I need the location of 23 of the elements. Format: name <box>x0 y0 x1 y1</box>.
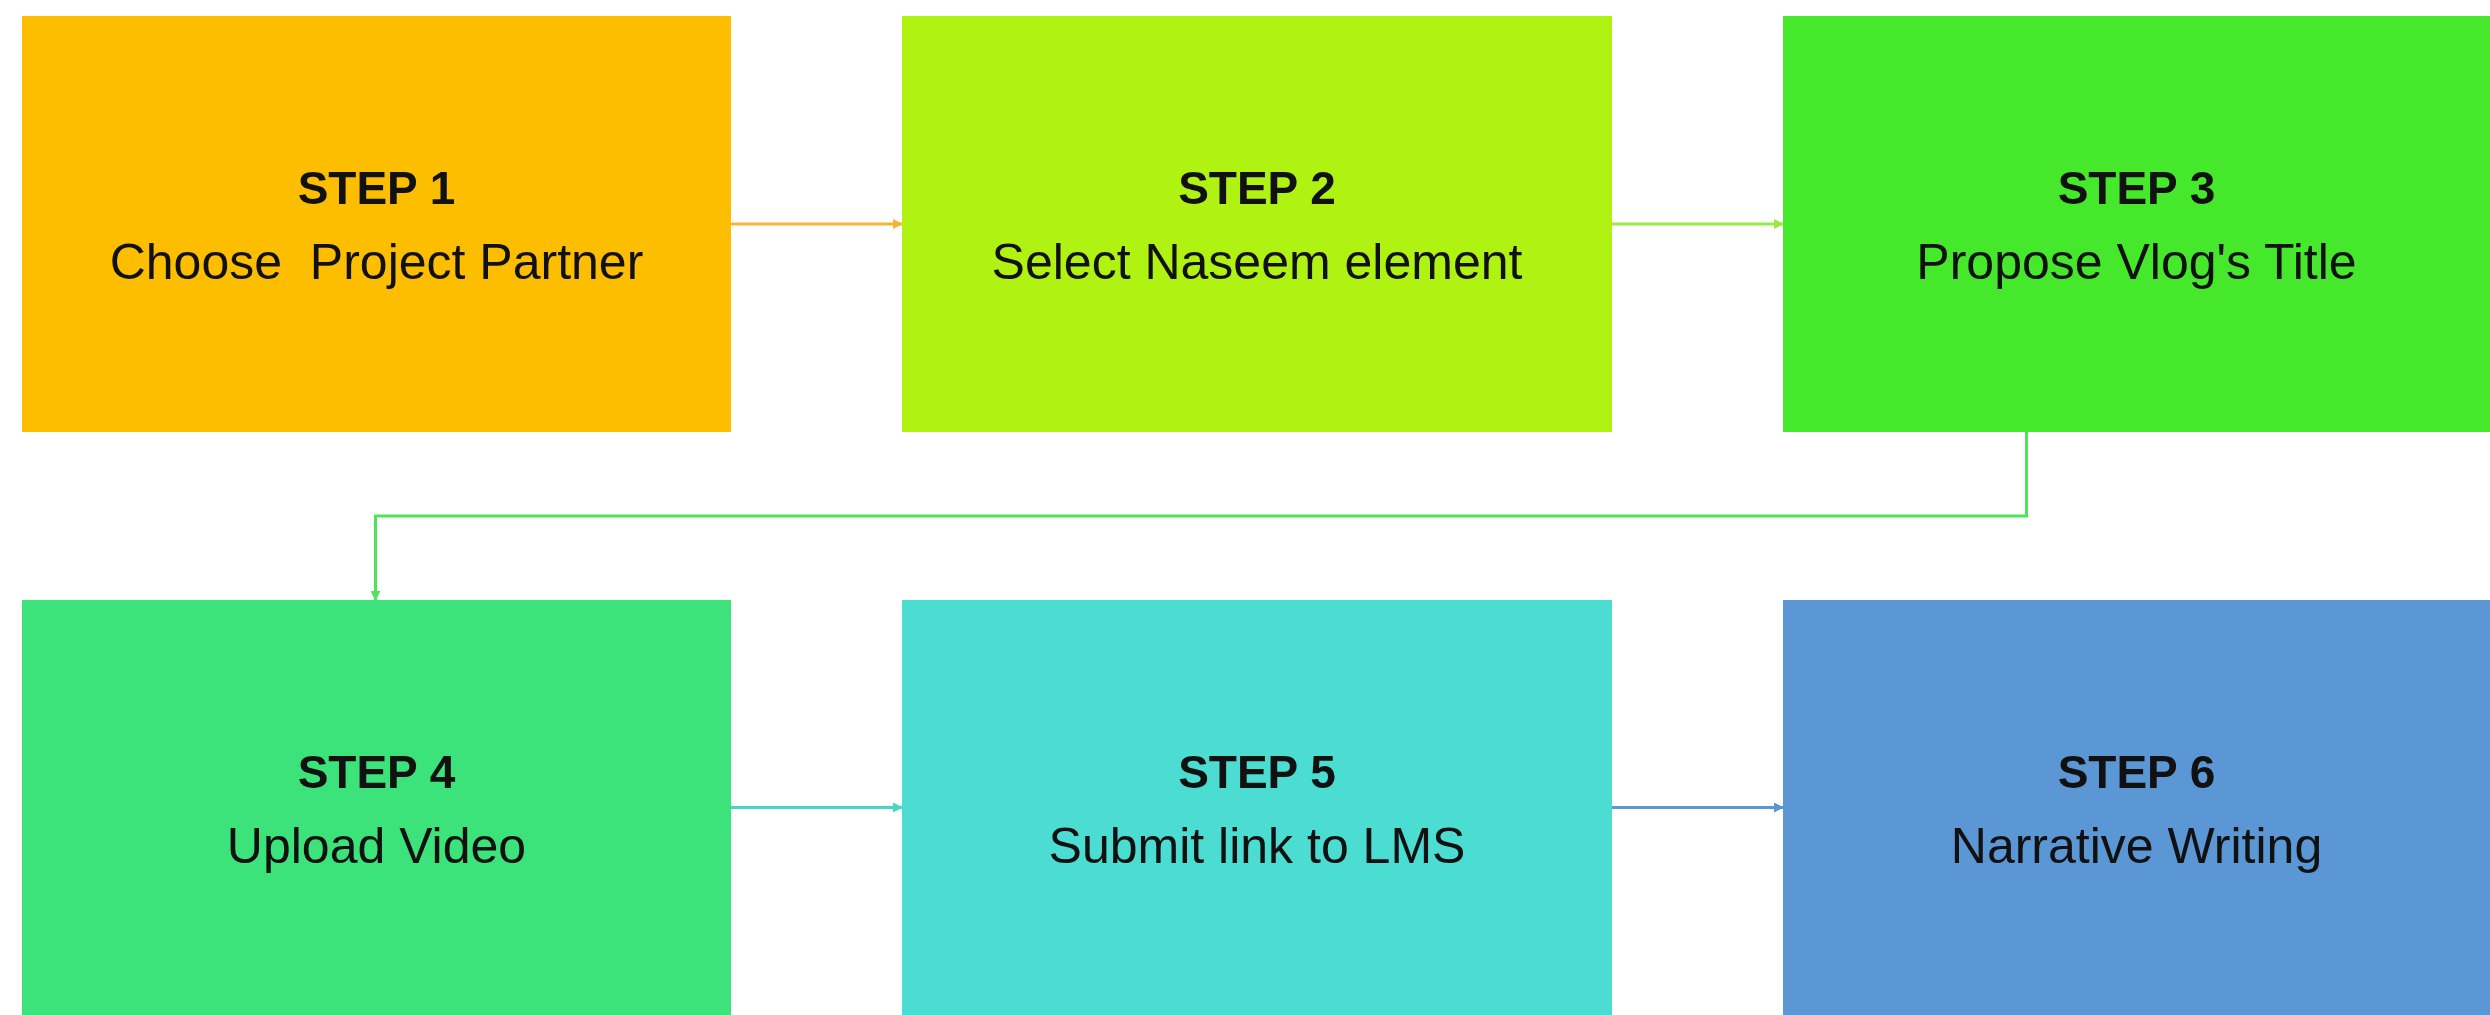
step-box <box>1783 16 2490 432</box>
step-description: Choose Project Partner <box>109 233 644 293</box>
step-heading: STEP 6 <box>2057 744 2216 800</box>
step-heading: STEP 5 <box>1178 744 1336 800</box>
step-heading: STEP 4 <box>297 744 456 800</box>
arrow <box>731 219 903 229</box>
step-box <box>1783 600 2490 1015</box>
step-box <box>22 600 731 1015</box>
arrow <box>1612 802 1784 813</box>
step-box <box>902 600 1612 1015</box>
step-description: Propose Vlog's Title <box>1916 233 2357 293</box>
step-heading: STEP 1 <box>297 161 456 217</box>
arrow <box>1612 219 1784 229</box>
step-heading: STEP 2 <box>1178 161 1336 217</box>
step-box <box>902 16 1612 432</box>
step-description: Upload Video <box>226 816 527 876</box>
arrow <box>370 432 2028 601</box>
step-box <box>22 16 731 432</box>
step-description: Submit link to LMS <box>1048 816 1466 876</box>
arrow <box>731 802 903 813</box>
step-description: Narrative Writing <box>1950 816 2323 876</box>
step-heading: STEP 3 <box>2057 161 2216 217</box>
step-description: Select Naseem element <box>991 233 1523 293</box>
